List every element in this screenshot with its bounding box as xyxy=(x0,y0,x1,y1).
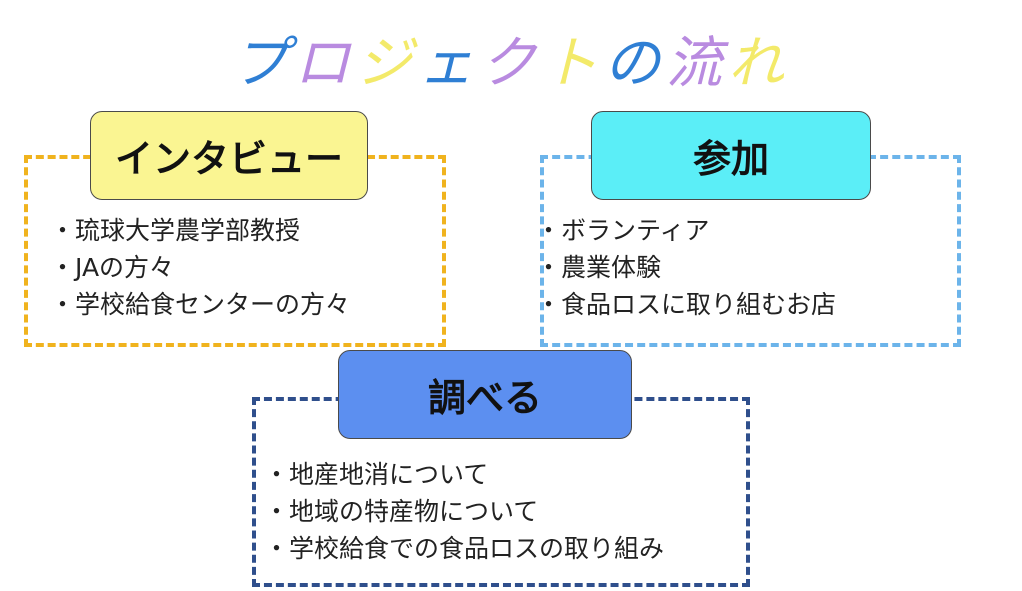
title-char: ェ xyxy=(418,31,480,96)
title-char: ク xyxy=(480,31,542,96)
participation-list: ボランティア 農業体験 食品ロスに取り組むお店 xyxy=(536,212,836,323)
interview-label: インタビュー xyxy=(90,111,368,200)
title-char: ロ xyxy=(294,31,356,96)
title-char: ジ xyxy=(356,31,418,96)
research-label: 調べる xyxy=(338,350,632,439)
title-char: 流 xyxy=(666,31,728,96)
interview-list: 琉球大学農学部教授 JAの方々 学校給食センターの方々 xyxy=(50,212,350,323)
list-item: 農業体験 xyxy=(536,249,836,286)
slide-title: プロジェクトの流れ xyxy=(0,28,1022,100)
list-item: 地産地消について xyxy=(264,456,664,493)
list-item: 学校給食センターの方々 xyxy=(50,286,350,323)
list-item: 琉球大学農学部教授 xyxy=(50,212,350,249)
title-char: れ xyxy=(728,31,790,96)
list-item: ボランティア xyxy=(536,212,836,249)
title-char: の xyxy=(604,31,666,96)
list-item: 食品ロスに取り組むお店 xyxy=(536,286,836,323)
title-char: ト xyxy=(542,31,604,96)
list-item: 学校給食での食品ロスの取り組み xyxy=(264,530,664,567)
title-char: プ xyxy=(232,31,294,96)
list-item: JAの方々 xyxy=(50,249,350,286)
list-item: 地域の特産物について xyxy=(264,493,664,530)
research-list: 地産地消について 地域の特産物について 学校給食での食品ロスの取り組み xyxy=(264,456,664,567)
participation-label: 参加 xyxy=(591,111,871,200)
